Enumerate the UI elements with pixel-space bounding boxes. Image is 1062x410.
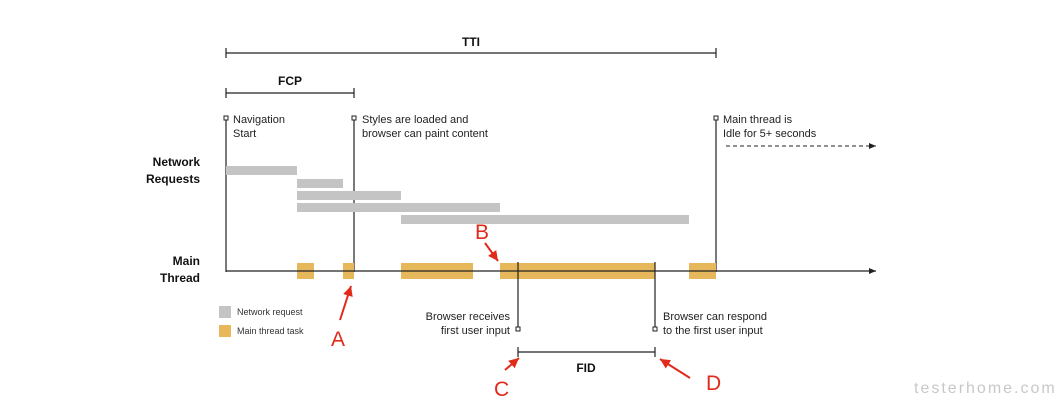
tti-label: TTI [462,35,480,49]
annotation-a-label: A [331,328,345,351]
annotation-d-label: D [706,372,721,395]
first-user-input-label-line1: Browser receives [426,311,511,323]
main-row-label-line1: Main [173,254,200,268]
main-thread-idle-label-line1: Main thread is [723,114,793,126]
annotation-b: B [475,221,499,262]
can-respond-label-line1: Browser can respond [663,311,767,323]
legend-main-swatch [219,325,231,337]
watermark: testerhome.com [914,380,1057,397]
annotation-a: A [331,285,353,351]
network-request-bar [226,166,297,175]
main-thread-idle-marker: Main thread is Idle for 5+ seconds [713,114,876,272]
main-row-label-line2: Thread [160,271,200,285]
can-respond-label-line2: to the first user input [663,325,763,337]
can-respond-marker: Browser can respond to the first user in… [652,262,767,337]
styles-loaded-label-line2: browser can paint content [362,128,488,140]
legend-main-label: Main thread task [237,326,304,336]
fcp-bracket: FCP [225,74,355,98]
legend-network-swatch [219,306,231,318]
navigation-start-label-line1: Navigation [233,114,285,126]
network-request-bar [401,215,689,224]
styles-loaded-label-line1: Styles are loaded and [362,114,468,126]
fid-bracket: FID [517,347,656,375]
annotation-d: D [659,358,721,395]
legend-network-label: Network request [237,307,303,317]
fid-label: FID [576,361,596,375]
network-row-label-line1: Network [153,155,201,169]
annotation-c-label: C [494,378,509,401]
annotation-b-label: B [475,221,489,244]
network-requests [226,166,689,224]
first-user-input-marker: Browser receives first user input [426,262,521,337]
legend: Network request Main thread task [219,306,304,337]
first-user-input-label-line2: first user input [441,325,510,337]
navigation-start-marker: Navigation Start [223,114,285,272]
tti-bracket: TTI [225,35,717,58]
fcp-label: FCP [278,74,302,88]
main-thread-idle-label-line2: Idle for 5+ seconds [723,128,817,140]
navigation-start-label-line2: Start [233,128,256,140]
network-request-bar [297,191,401,200]
annotation-c: C [494,357,520,401]
network-row-label-line2: Requests [146,172,200,186]
watermark-text: testerhome.com [914,380,1057,397]
network-request-bar [297,203,500,212]
network-request-bar [297,179,343,188]
styles-loaded-marker: Styles are loaded and browser can paint … [351,114,488,272]
